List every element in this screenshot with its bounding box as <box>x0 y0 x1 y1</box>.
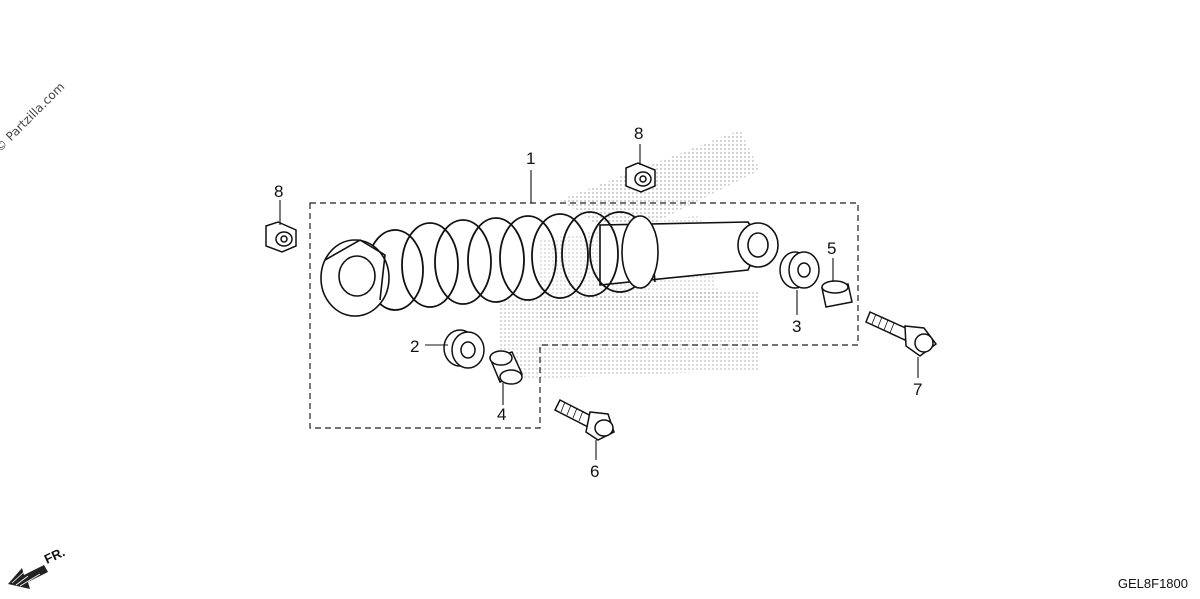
diagram-code: GEL8F1800 <box>1117 576 1188 591</box>
part-7-bolt <box>865 310 938 357</box>
callout-2: 2 <box>410 337 420 356</box>
callout-8-top: 8 <box>634 124 644 143</box>
assembly-boundary <box>309 202 859 429</box>
callout-1: 1 <box>526 149 536 168</box>
part-6-bolt <box>553 398 615 441</box>
callout-5: 5 <box>827 239 837 258</box>
shock-absorber <box>320 211 779 317</box>
part-3-bush <box>779 251 820 289</box>
callout-4: 4 <box>497 405 507 424</box>
callout-3: 3 <box>792 317 802 336</box>
part-8-nut-left <box>265 221 297 253</box>
leader-lines <box>279 144 919 460</box>
background-shading <box>500 130 760 380</box>
part-8-nut-top <box>625 162 656 193</box>
callout-8-left: 8 <box>274 182 284 201</box>
callout-7: 7 <box>913 380 923 399</box>
part-5-collar <box>821 280 853 308</box>
callout-6: 6 <box>590 462 600 481</box>
part-4-collar <box>488 350 524 385</box>
front-arrow-icon <box>8 565 48 589</box>
part-2-bush <box>443 329 485 369</box>
